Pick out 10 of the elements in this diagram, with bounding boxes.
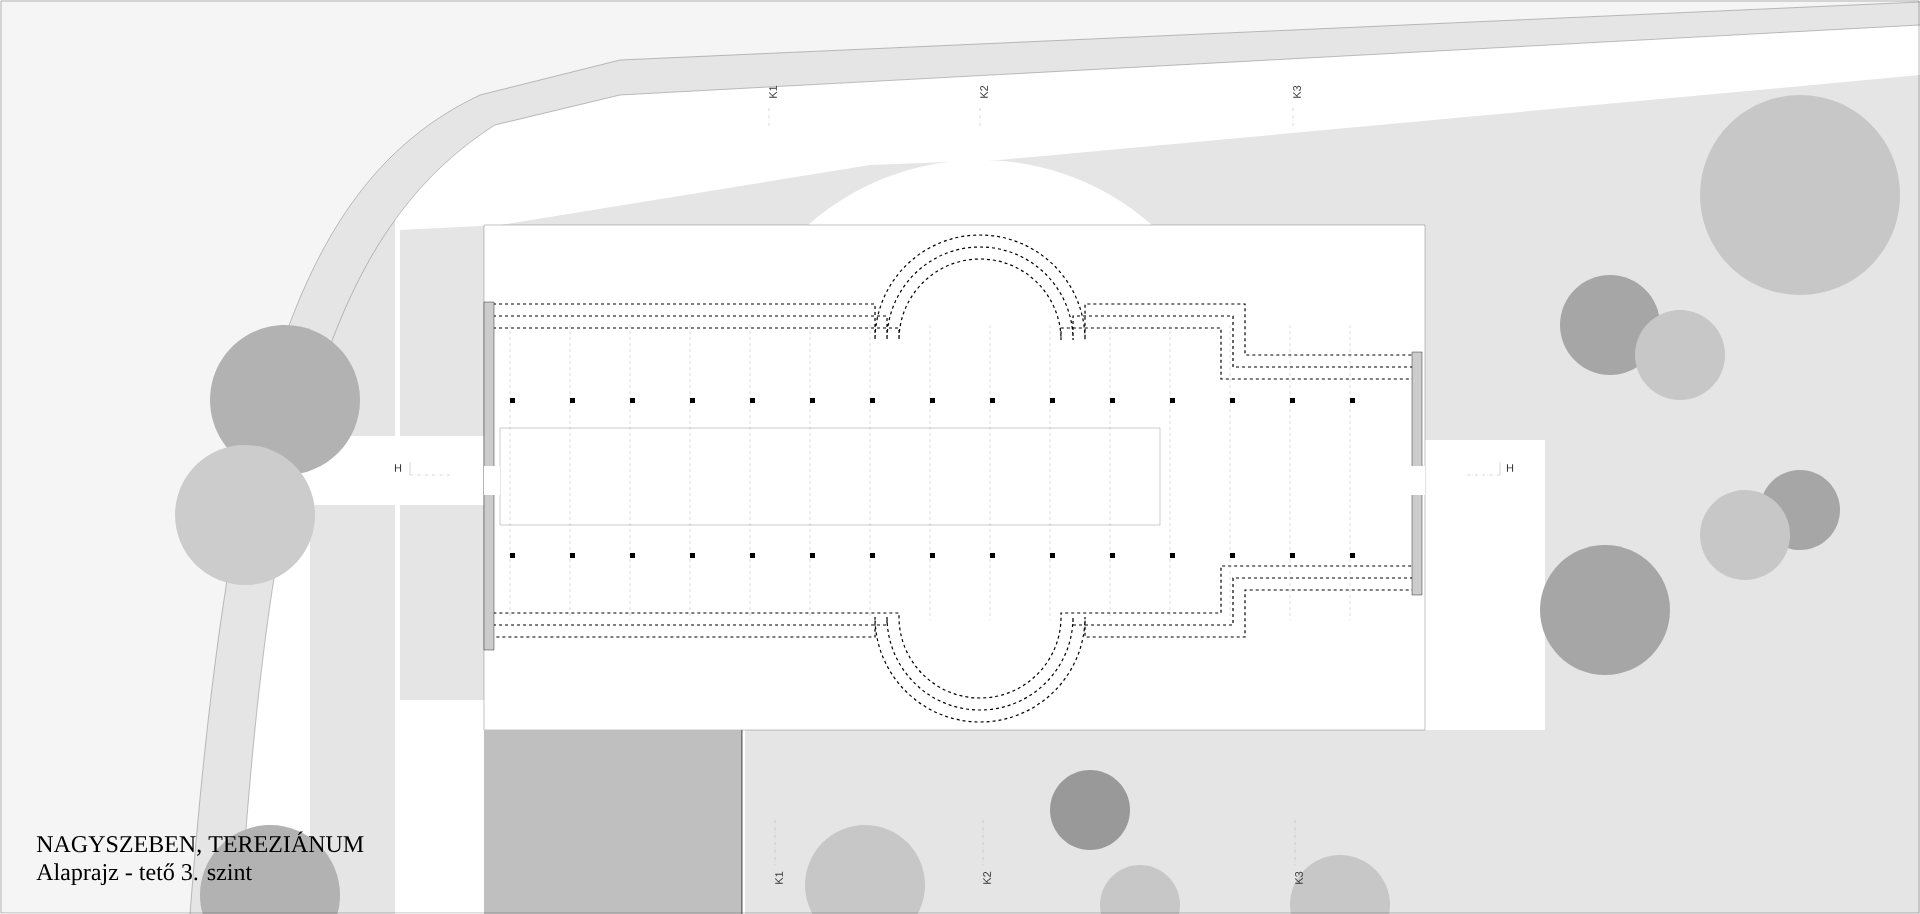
- section-mark: K2: [983, 871, 991, 884]
- section-mark: K1: [769, 85, 777, 98]
- section-mark: K2: [980, 85, 988, 98]
- section-mark: H: [394, 464, 402, 472]
- section-mark: K1: [775, 871, 783, 884]
- plan-title: NAGYSZEBEN, TEREZIÁNUM: [36, 831, 364, 856]
- section-mark: H: [1506, 464, 1514, 472]
- plan-subtitle: Alaprajz - tető 3. szint: [36, 863, 252, 886]
- section-mark: K3: [1293, 85, 1301, 98]
- section-mark: K3: [1295, 871, 1303, 884]
